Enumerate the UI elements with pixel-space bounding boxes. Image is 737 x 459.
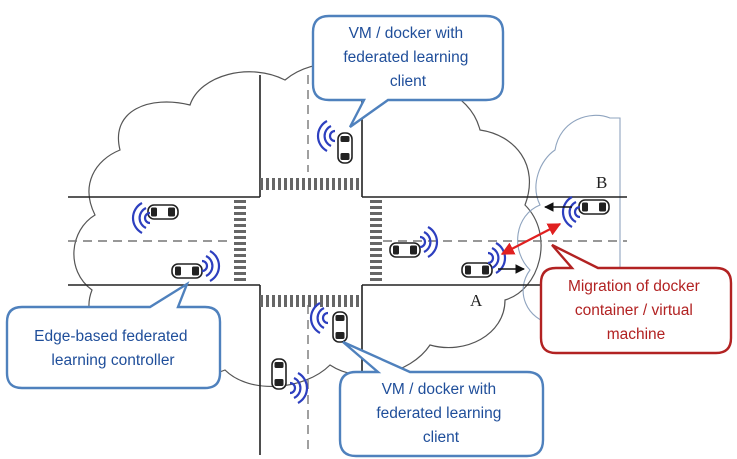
crosswalk-stripe-top	[260, 178, 263, 190]
crosswalk-stripe-bottom	[272, 295, 275, 307]
crosswalk-stripe-top	[338, 178, 341, 190]
crosswalk-stripe-top	[284, 178, 287, 190]
crosswalk-stripe-left	[234, 236, 246, 239]
crosswalk-stripe-left	[234, 206, 246, 209]
crosswalk-stripe-left	[234, 266, 246, 269]
car-west-lower	[171, 263, 203, 279]
crosswalk-stripe-left	[234, 260, 246, 263]
crosswalk-stripe-right	[370, 236, 382, 239]
crosswalk-stripe-bottom	[290, 295, 293, 307]
crosswalk-stripe-right	[370, 212, 382, 215]
crosswalk-stripe-bottom	[296, 295, 299, 307]
callout-migration-text: Migration of docker container / virtual …	[568, 278, 704, 343]
crosswalk-stripe-left	[234, 248, 246, 251]
callout-edge-controller-text: Edge-based federated learning controller	[34, 328, 192, 369]
crosswalk-stripe-left	[234, 200, 246, 203]
crosswalk-stripe-top	[356, 178, 359, 190]
callout-vm-top: VM / docker with federated learning clie…	[311, 14, 505, 128]
crosswalk-stripe-bottom	[356, 295, 359, 307]
point-b-label: B	[596, 173, 607, 192]
crosswalk-stripe-left	[234, 212, 246, 215]
crosswalk-stripe-bottom	[332, 295, 335, 307]
crosswalk-stripe-top	[278, 178, 281, 190]
crosswalk-stripe-right	[370, 218, 382, 221]
crosswalk-stripe-right	[370, 278, 382, 281]
callout-vm-top-text: VM / docker with federated learning clie…	[343, 25, 472, 90]
wifi-signal-icon	[288, 371, 309, 405]
crosswalk-stripe-top	[302, 178, 305, 190]
crosswalk-stripe-left	[234, 218, 246, 221]
wifi-signal-icon	[309, 301, 330, 335]
crosswalk-stripe-bottom	[308, 295, 311, 307]
edge-cloud-secondary	[517, 114, 621, 354]
crosswalk-stripe-right	[370, 254, 382, 257]
crosswalk-stripe-top	[344, 178, 347, 190]
crosswalk-stripe-right	[370, 248, 382, 251]
crosswalk-stripe-bottom	[278, 295, 281, 307]
car-south-road	[332, 311, 348, 343]
car-north-road	[337, 132, 353, 164]
crosswalk-stripe-right	[370, 224, 382, 227]
car-a	[461, 262, 493, 278]
crosswalk-stripe-top	[350, 178, 353, 190]
car-b	[578, 199, 610, 215]
crosswalk-stripe-top	[326, 178, 329, 190]
crosswalk-stripe-bottom	[284, 295, 287, 307]
crosswalk-stripe-top	[314, 178, 317, 190]
point-a-label: A	[470, 291, 483, 310]
crosswalk-stripe-right	[370, 242, 382, 245]
wifi-signal-icon	[316, 119, 337, 153]
car-west-upper	[147, 204, 179, 220]
crosswalk-stripe-bottom	[326, 295, 329, 307]
crosswalk-stripe-right	[370, 260, 382, 263]
crosswalk-stripe-left	[234, 278, 246, 281]
crosswalk-stripe-bottom	[260, 295, 263, 307]
crosswalks	[234, 178, 382, 307]
crosswalk-stripe-bottom	[320, 295, 323, 307]
crosswalk-stripe-bottom	[338, 295, 341, 307]
crosswalk-stripe-top	[296, 178, 299, 190]
wifi-signal-icon	[561, 195, 582, 229]
crosswalk-stripe-bottom	[266, 295, 269, 307]
crosswalk-stripe-left	[234, 254, 246, 257]
crosswalk-stripe-top	[272, 178, 275, 190]
crosswalk-stripe-top	[290, 178, 293, 190]
wifi-signal-icon	[131, 201, 152, 235]
callout-vm-bottom: VM / docker with federated learning clie…	[338, 340, 545, 458]
callout-vm-bottom-text: VM / docker with federated learning clie…	[376, 381, 505, 446]
crosswalk-stripe-left	[234, 242, 246, 245]
wifi-signal-icon	[418, 225, 439, 259]
crosswalk-stripe-right	[370, 266, 382, 269]
crosswalk-stripe-right	[370, 272, 382, 275]
crosswalk-stripe-right	[370, 230, 382, 233]
car-east-center	[389, 242, 421, 258]
crosswalk-stripe-right	[370, 200, 382, 203]
crosswalk-stripe-left	[234, 272, 246, 275]
crosswalk-stripe-left	[234, 230, 246, 233]
crosswalk-stripe-bottom	[350, 295, 353, 307]
crosswalk-stripe-bottom	[344, 295, 347, 307]
crosswalk-stripe-bottom	[314, 295, 317, 307]
car-south-lower	[271, 358, 287, 390]
crosswalk-stripe-top	[332, 178, 335, 190]
crosswalk-stripe-right	[370, 206, 382, 209]
callout-migration: Migration of docker container / virtual …	[539, 243, 733, 355]
migration-arrow	[500, 223, 562, 255]
crosswalk-stripe-top	[320, 178, 323, 190]
crosswalk-stripe-top	[266, 178, 269, 190]
crosswalk-stripe-left	[234, 224, 246, 227]
wifi-signal-icon	[200, 249, 221, 283]
crosswalk-stripe-bottom	[302, 295, 305, 307]
callout-edge-controller: Edge-based federated learning controller	[5, 281, 222, 390]
crosswalk-stripe-top	[308, 178, 311, 190]
